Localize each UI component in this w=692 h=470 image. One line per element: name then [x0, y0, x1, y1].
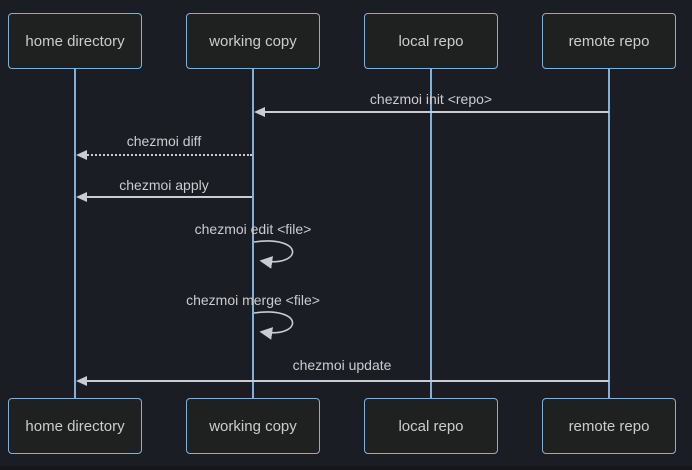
message-label: chezmoi diff [126, 133, 202, 149]
actor-label: remote repo [568, 32, 650, 50]
lifeline-working-copy [252, 69, 254, 398]
arrowhead-left-icon [76, 192, 87, 202]
actor-label: home directory [25, 417, 125, 435]
message-label: chezmoi update [292, 357, 392, 373]
actor-label: local repo [398, 32, 464, 50]
actor-remote-repo-bottom: remote repo [542, 398, 676, 454]
actor-local-repo-bottom: local repo [364, 398, 498, 454]
lifeline-local-repo [430, 69, 432, 398]
actor-home-directory-bottom: home directory [8, 398, 142, 454]
actor-remote-repo-top: remote repo [542, 13, 676, 69]
lifeline-home-directory [74, 69, 76, 398]
actor-label: working copy [209, 417, 297, 435]
message-label: chezmoi init <repo> [369, 91, 493, 107]
actor-label: remote repo [568, 417, 650, 435]
message-label: chezmoi merge <file> [186, 292, 320, 308]
arrowhead-left-icon [76, 376, 87, 386]
message-line [258, 111, 609, 113]
actor-home-directory-top: home directory [8, 13, 142, 69]
message-line [78, 380, 609, 382]
self-loop-edit-arrow [253, 240, 294, 269]
actor-label: local repo [398, 417, 464, 435]
actor-label: working copy [209, 32, 297, 50]
page-edge [0, 466, 692, 470]
self-loop-merge-arrow [253, 311, 294, 340]
arrowhead-left-icon [76, 150, 87, 160]
message-label: chezmoi edit <file> [194, 221, 312, 237]
message-line [80, 154, 252, 156]
message-label: chezmoi apply [119, 177, 209, 193]
message-line [78, 196, 252, 198]
arrowhead-left-icon [254, 107, 265, 117]
actor-label: home directory [25, 32, 125, 50]
lifeline-remote-repo [608, 69, 610, 398]
actor-local-repo-top: local repo [364, 13, 498, 69]
actor-working-copy-top: working copy [186, 13, 320, 69]
actor-working-copy-bottom: working copy [186, 398, 320, 454]
